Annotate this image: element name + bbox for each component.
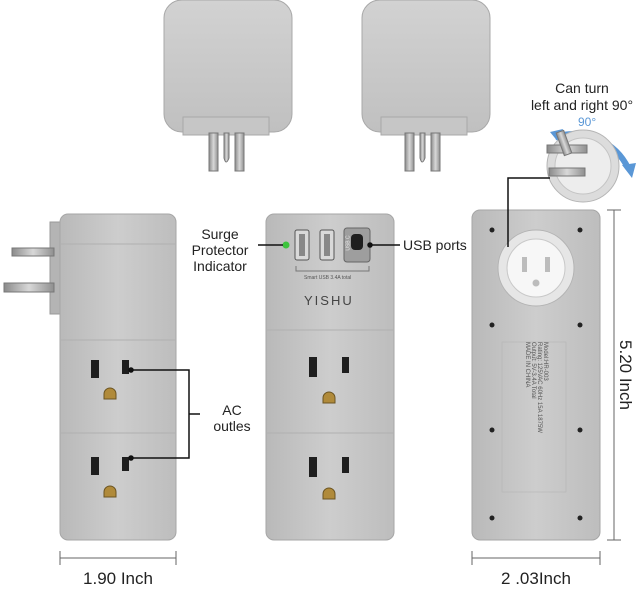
ac-outlet-side-bottom — [91, 457, 129, 498]
ac-outlet-front-top — [309, 357, 349, 404]
rotation-angle-label: 90° — [578, 115, 597, 129]
usb-ports-label: USB ports — [403, 237, 467, 253]
rotation-caption: Can turn left and right 90° — [524, 80, 640, 114]
side-view — [3, 213, 177, 541]
surge-indicator-led — [282, 241, 290, 249]
ac-outlet-side-top — [91, 360, 129, 400]
ac-outlet-front-bottom — [309, 457, 349, 500]
surge-protector-label: Surge Protector Indicator — [184, 226, 256, 274]
ac-label-line1: AC — [222, 402, 242, 418]
front-view — [265, 213, 395, 541]
side-width-label: 1.90 Inch — [83, 569, 153, 588]
back-view — [471, 209, 601, 541]
usb-c-port-label: USB C — [345, 235, 352, 251]
surge-label-line3: Indicator — [193, 258, 247, 274]
rating-line: MADE IN CHINA — [524, 342, 530, 388]
leader-lines — [128, 177, 550, 461]
back-width-label: 2 .03Inch — [501, 569, 571, 588]
rating-label: Model:HR-003 Rating: 125VAC 60Hz 15A 187… — [524, 342, 548, 482]
rating-line: Model:HR-003 — [542, 342, 548, 381]
rating-line: Rating: 125VAC 60Hz 15A 1875W — [536, 342, 542, 433]
rotation-caption-line1: Can turn — [555, 80, 609, 96]
rotation-icon — [546, 129, 636, 203]
ac-label-line2: outles — [213, 418, 251, 434]
dimension-lines — [59, 209, 621, 565]
top-plug-view-right — [361, 0, 491, 172]
usb-total-label: Smart USB 3.4A total — [304, 275, 352, 281]
top-plug-view-left — [163, 0, 293, 172]
height-label: 5.20 Inch — [616, 340, 635, 410]
ac-outlets-label: AC outles — [202, 402, 262, 434]
brand-logo-text: YISHU — [304, 293, 354, 308]
surge-label-line1: Surge — [201, 226, 239, 242]
rotation-caption-line2: left and right 90° — [530, 97, 634, 113]
surge-label-line2: Protector — [191, 242, 249, 258]
